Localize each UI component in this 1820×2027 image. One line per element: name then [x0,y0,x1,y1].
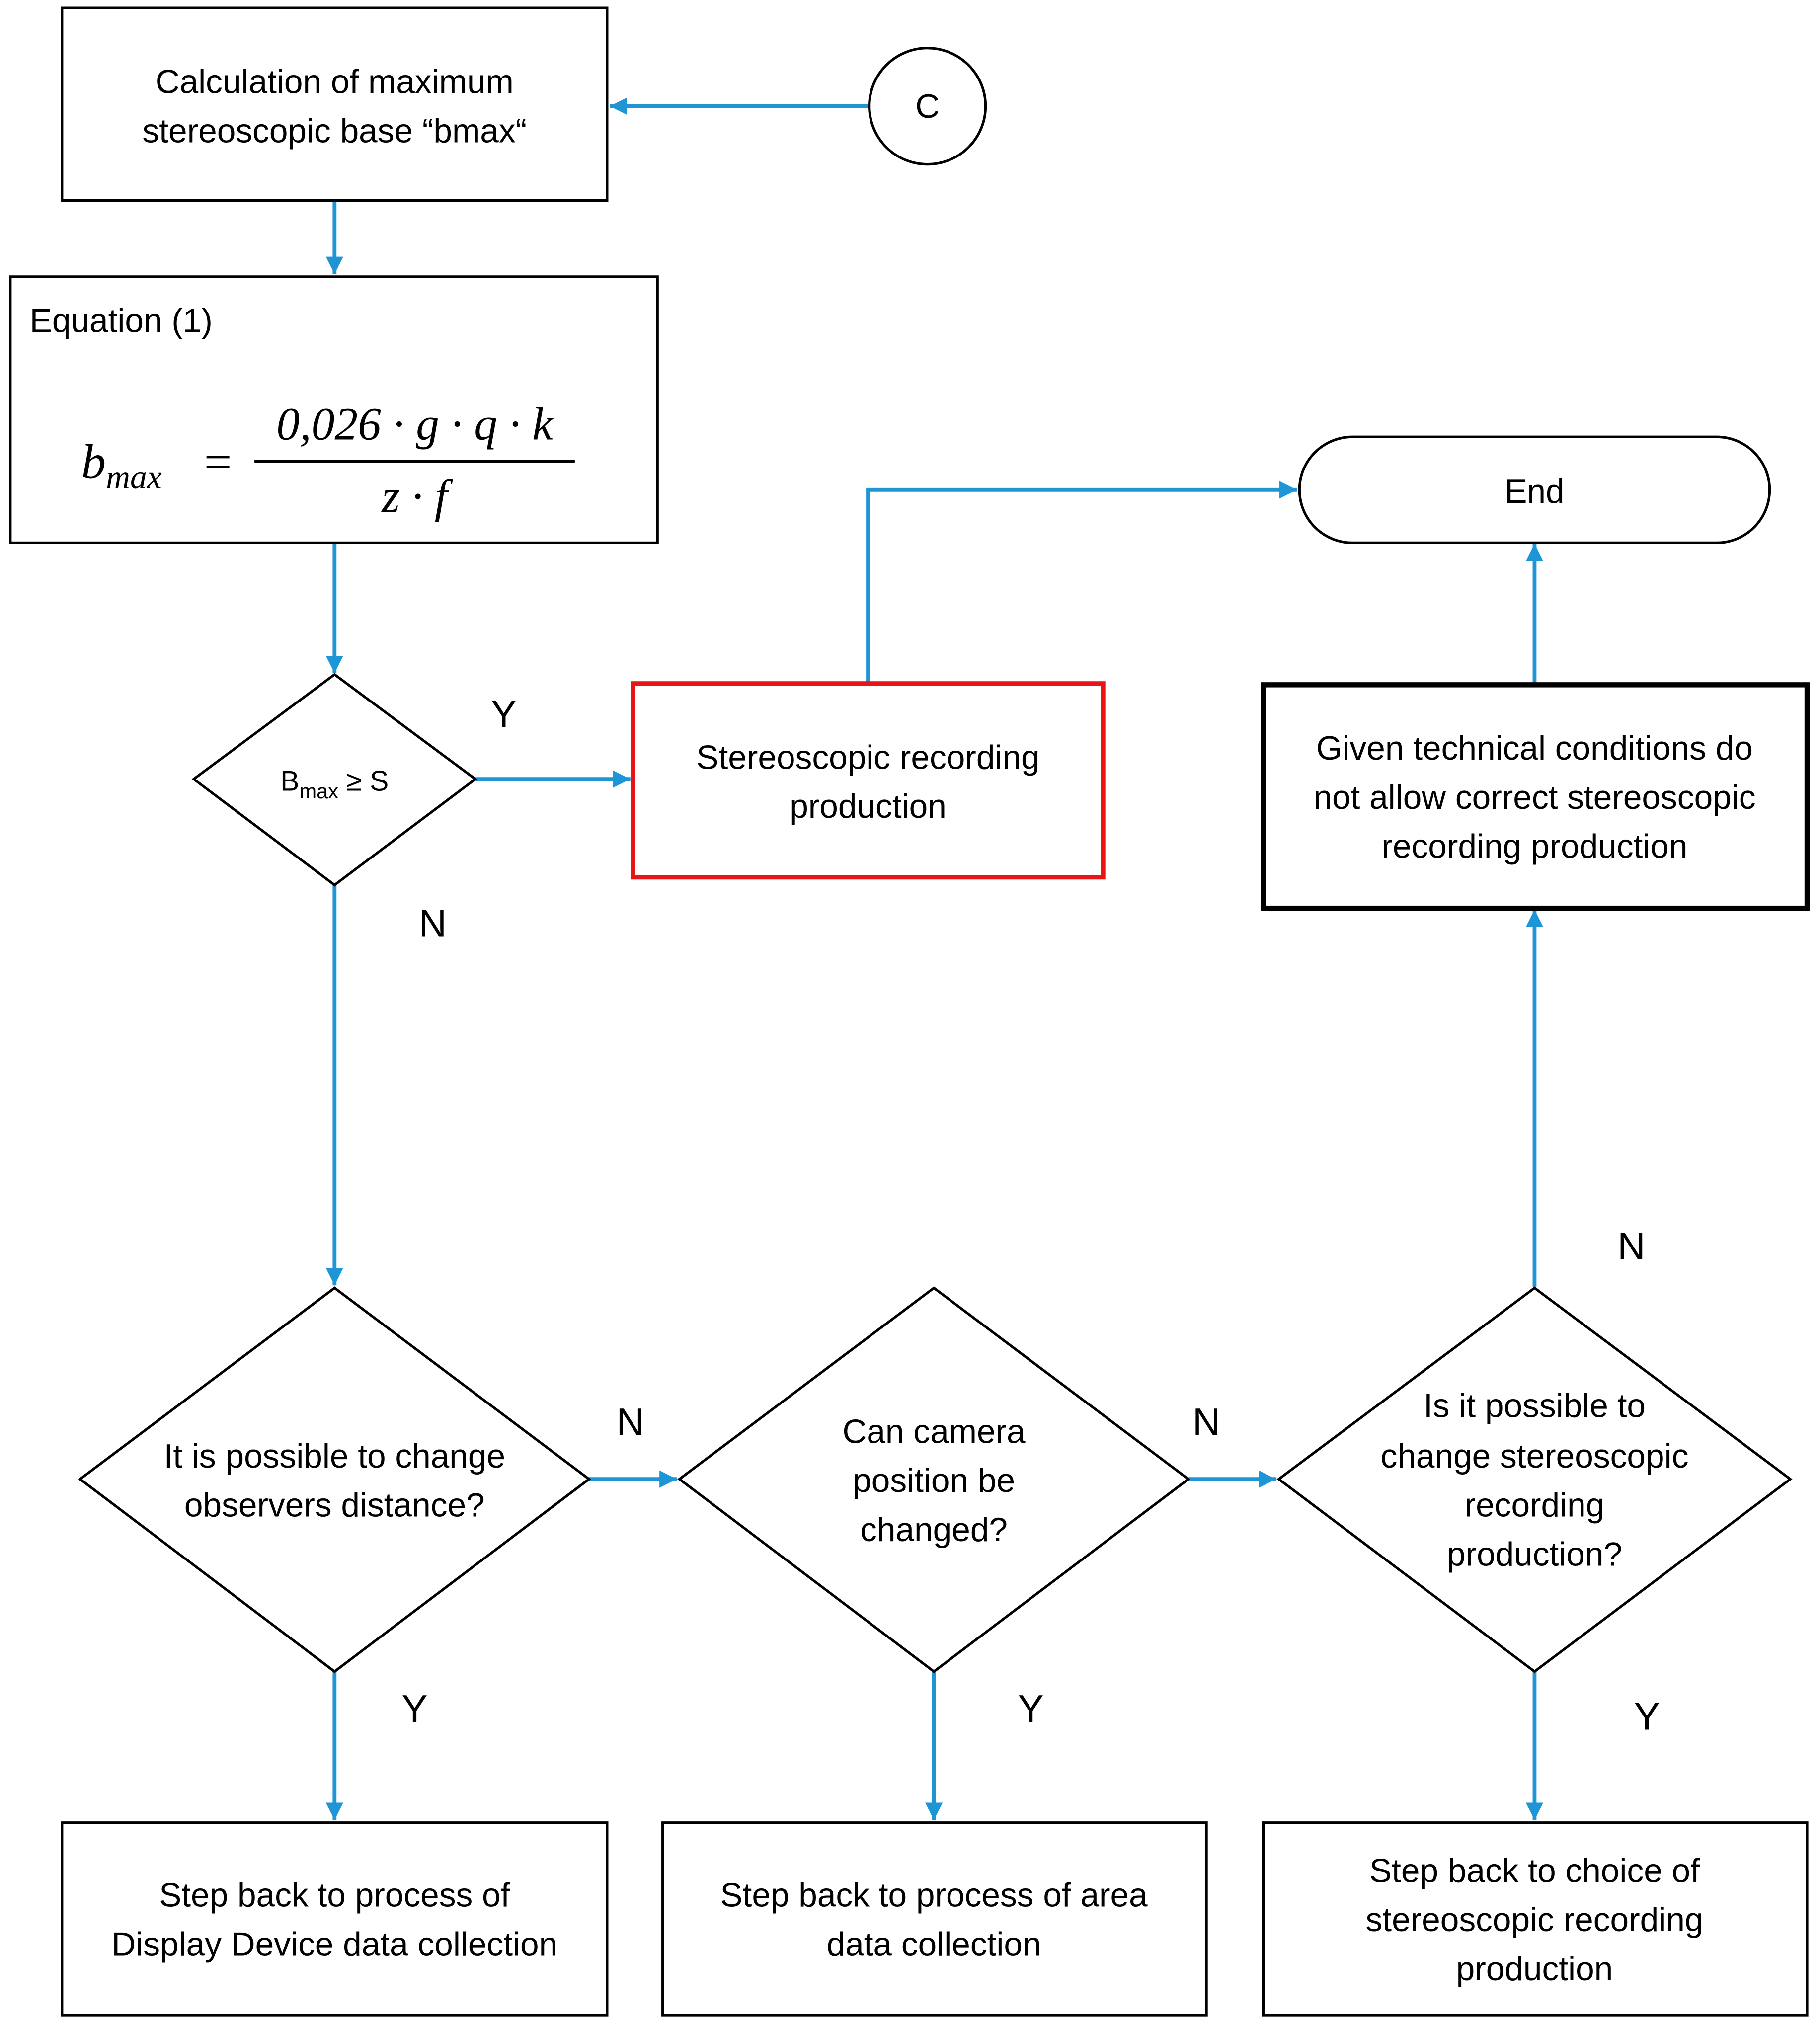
camera-label-line2: position be [853,1462,1015,1499]
edge-label-production-yes: Y [1634,1695,1660,1738]
equation-title: Equation (1) [30,303,213,340]
edge-label-observers-yes: Y [402,1687,428,1730]
given-label-line1: Given technical conditions do [1316,730,1753,767]
equation-box [9,275,659,545]
edge-labels: Y N N N N Y Y Y [402,692,1660,1738]
calc-box [61,6,609,202]
equation-lhs-base: b [81,435,106,489]
decision-bmax-label: Bmax ≥ S [280,766,389,803]
step-choice-label-line3: production [1456,1950,1613,1988]
step-choice-box [1262,1821,1809,2017]
end-terminator [1298,435,1771,545]
camera-label-line3: changed? [860,1511,1008,1549]
connectors [325,97,1544,1820]
step-area-label-line1: Step back to process of area [720,1877,1148,1914]
calc-label-line2: stereoscopic base “bmax“ [142,112,527,150]
step-display-label-line1: Step back to process of [159,1877,510,1914]
step-area-box [661,1821,1208,2017]
recording-label-line2: production [790,788,947,825]
connector-circle [868,47,987,166]
production-label-line2: change stereoscopic [1381,1438,1689,1475]
edge-label-camera-yes: Y [1018,1687,1044,1730]
production-label-line3: recording [1465,1487,1605,1524]
equation-numerator: 0,026 · g · q · k [276,398,554,450]
calc-label-line1: Calculation of maximum [156,64,514,101]
camera-diamond [677,1286,1191,1673]
observers-label-line2: observers distance? [184,1487,485,1524]
edge-label-production-no: N [1617,1224,1645,1268]
equation-formula: bmax = 0,026 · g · q · k z · f [81,398,575,522]
observers-diamond [78,1286,591,1673]
given-box [1261,682,1810,911]
edge-label-bmax-no: N [419,901,447,945]
decision-bmax-diamond [191,673,478,887]
given-label-line2: not allow correct stereoscopic [1313,779,1755,816]
edge-label-camera-no: N [1192,1400,1220,1444]
equation-equals: = [204,435,232,489]
step-area-label-line2: data collection [827,1926,1041,1963]
shapes [9,6,1810,2017]
node-labels: Calculation of maximum stereoscopic base… [30,64,1756,1988]
end-label: End [1504,473,1564,510]
step-choice-label-line2: stereoscopic recording [1366,1901,1704,1939]
edge-label-observers-no: N [616,1400,644,1444]
decision-bmax-base: B [280,766,299,797]
step-choice-label-line1: Step back to choice of [1369,1852,1700,1889]
camera-label-line1: Can camera [843,1413,1026,1450]
production-label-line4: production? [1447,1536,1622,1573]
production-label-line1: Is it possible to [1424,1387,1646,1424]
equation-lhs: bmax [81,435,162,496]
given-label-line3: recording production [1381,828,1687,865]
decision-bmax-sub: max [299,780,338,803]
step-display-box [61,1821,609,2017]
arrow-recording-to-end [866,481,1297,683]
recording-label-line1: Stereoscopic recording [696,739,1039,776]
step-display-label-line2: Display Device data collection [111,1926,557,1963]
recording-box [631,681,1106,880]
equation-denominator: z · f [381,471,453,522]
decision-bmax-rest: ≥ S [338,766,389,797]
production-diamond [1276,1286,1793,1673]
connector-label: C [915,88,940,125]
equation-lhs-sub: max [106,459,162,496]
edge-label-bmax-yes: Y [491,692,517,736]
observers-label-line1: It is possible to change [164,1438,505,1475]
